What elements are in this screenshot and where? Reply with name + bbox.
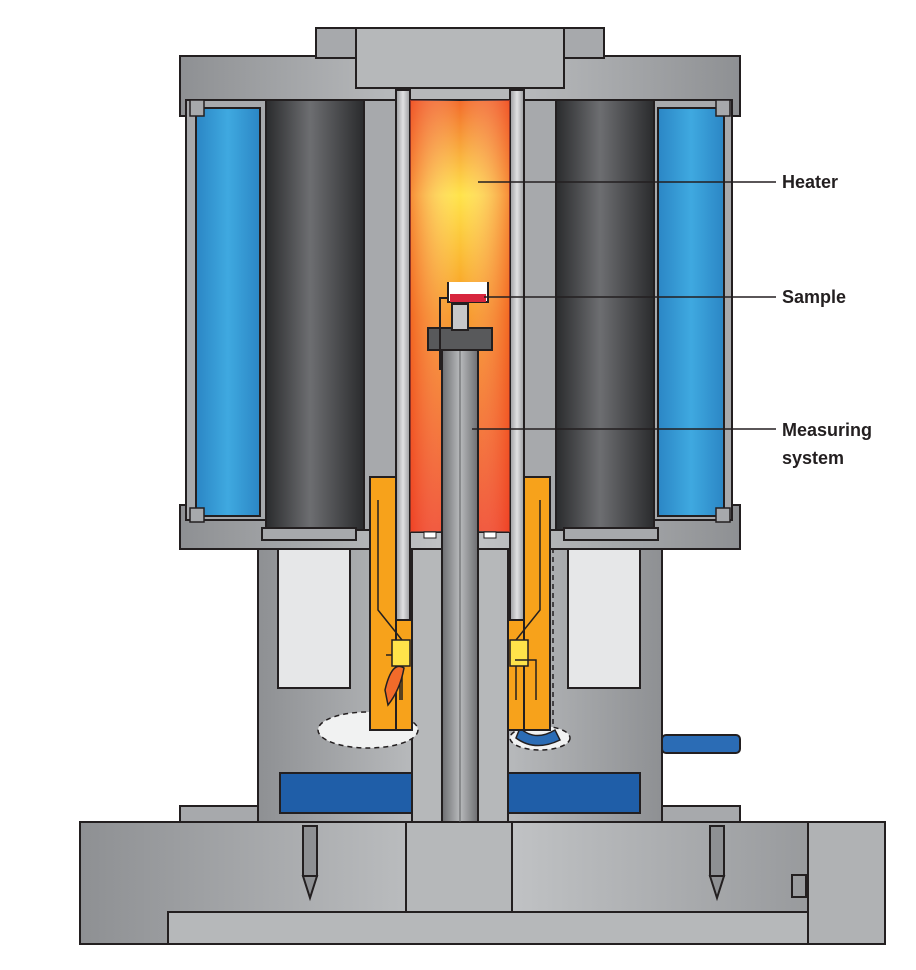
carrier-insert-left [369, 476, 413, 731]
inner-wall-left [363, 99, 397, 531]
measuring-rod [441, 339, 479, 823]
carrier-insert-right [507, 476, 551, 731]
measuring-label-line2: system [782, 448, 844, 468]
cooling-jacket-right [657, 99, 731, 523]
sample-crucible [450, 294, 486, 302]
sample-label: Sample [782, 287, 846, 307]
insulation-right [555, 99, 659, 541]
insulation-left [261, 99, 365, 541]
sample-holder [427, 282, 493, 370]
heater-label: Heater [782, 172, 838, 192]
gas-inlet-pipe [661, 734, 741, 754]
base-screw-left [301, 825, 319, 902]
cooling-jacket-left [189, 99, 261, 523]
inner-wall-right [523, 99, 557, 531]
base-plate [79, 821, 886, 945]
measuring-label-line1: Measuring [782, 420, 872, 440]
base-screw-right [708, 825, 726, 902]
